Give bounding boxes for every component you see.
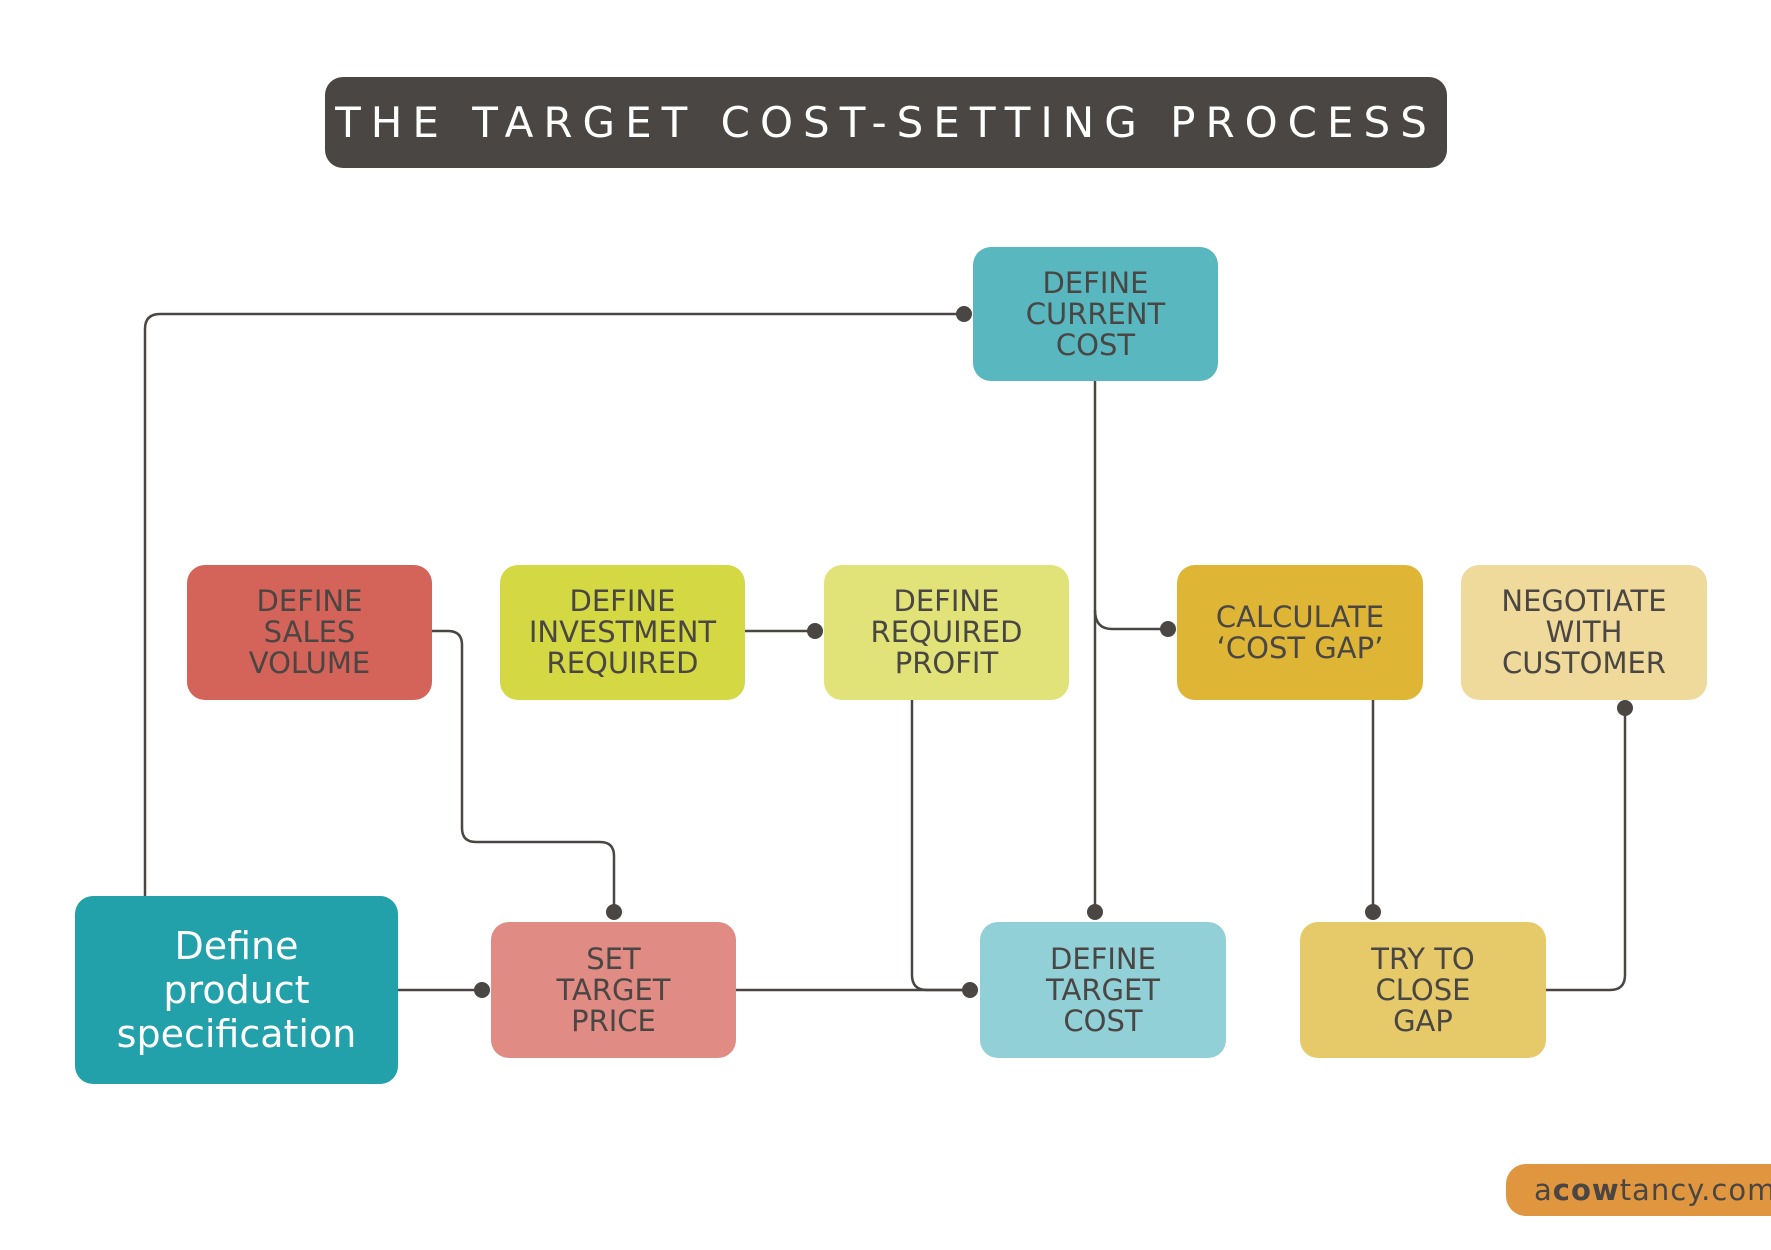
- box-define-product-specification: Define product specification: [75, 896, 398, 1084]
- box-define-required-profit: DEFINE REQUIRED PROFIT: [824, 565, 1069, 700]
- connector-profit-to-target-cost: [910, 700, 970, 992]
- brand-bold: cow: [1552, 1173, 1620, 1207]
- connector-dot: [606, 904, 622, 920]
- connector-dot: [956, 306, 972, 322]
- connector-spec-to-current-cost: [143, 312, 964, 896]
- box-define-target-cost: DEFINE TARGET COST: [980, 922, 1226, 1058]
- connector-dot: [962, 982, 978, 998]
- box-define-current-cost: DEFINE CURRENT COST: [973, 247, 1218, 381]
- box-set-target-price: SET TARGET PRICE: [491, 922, 736, 1058]
- brand-post: tancy.com: [1619, 1173, 1771, 1207]
- box-calculate-cost-gap: CALCULATE ‘COST GAP’: [1177, 565, 1423, 700]
- connector-sales-volume-to-target-price: [432, 629, 616, 912]
- box-negotiate-with-customer: NEGOTIATE WITH CUSTOMER: [1461, 565, 1707, 700]
- box-define-investment-required: DEFINE INVESTMENT REQUIRED: [500, 565, 745, 700]
- brand-pre: a: [1534, 1173, 1553, 1207]
- connector-dot: [1160, 621, 1176, 637]
- box-define-sales-volume: DEFINE SALES VOLUME: [187, 565, 432, 700]
- connector-dot: [1365, 904, 1381, 920]
- connector-close-gap-to-negotiate: [1546, 708, 1627, 992]
- connector-dot: [1087, 904, 1103, 920]
- connector-dot: [807, 623, 823, 639]
- connector-current-cost-to-cost-gap: [1093, 609, 1168, 631]
- page-title: THE TARGET COST-SETTING PROCESS: [325, 77, 1447, 168]
- box-try-to-close-gap: TRY TO CLOSE GAP: [1300, 922, 1546, 1058]
- connector-dot: [474, 982, 490, 998]
- connector-dot: [1617, 700, 1633, 716]
